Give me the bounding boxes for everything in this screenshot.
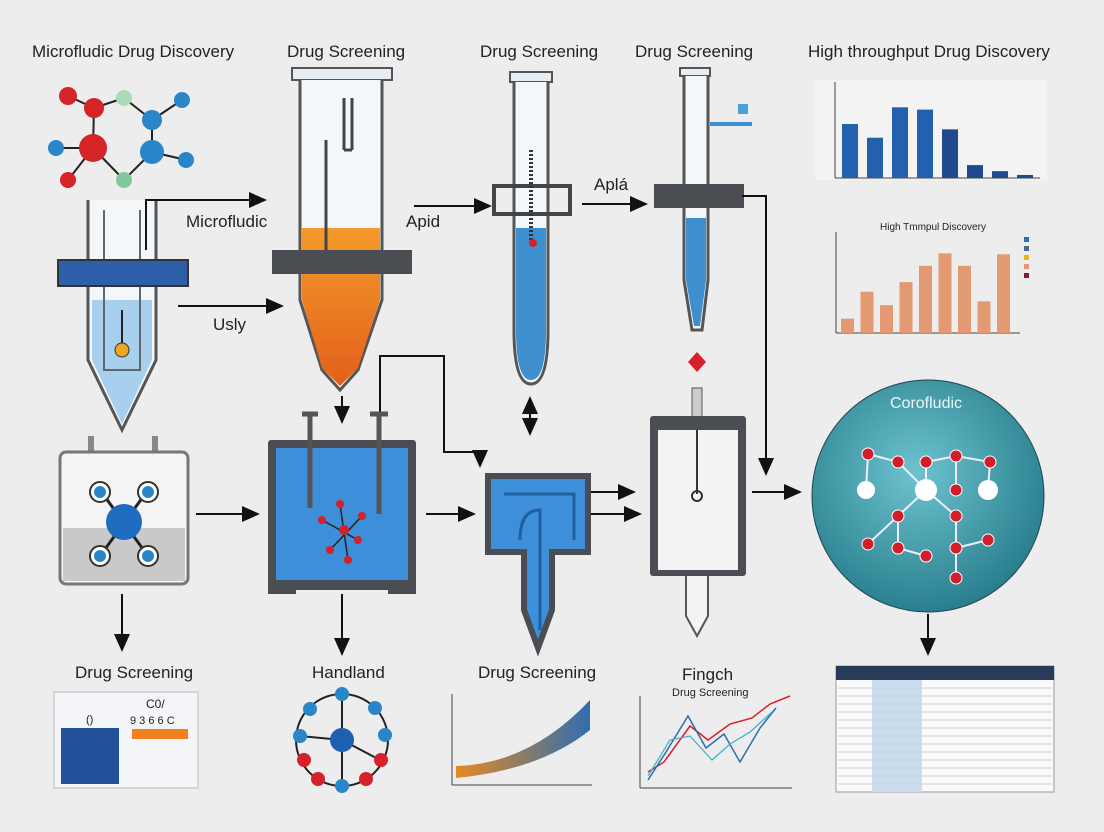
flow-arrows — [114, 192, 936, 656]
label-microfludic: Microfludic — [186, 212, 268, 231]
formula-top: C0/ — [146, 697, 165, 711]
chart-title: High Tmmpul Discovery — [880, 222, 986, 233]
chart-legend — [1024, 237, 1029, 278]
gradient-curve-chart — [451, 694, 592, 786]
title-high-throughput: High throughput Drug Discovery — [808, 42, 1050, 61]
label-fingch-sub: Drug Screening — [672, 687, 748, 699]
high-tmmpul-bar-chart: High Tmmpul Discovery — [835, 222, 1029, 334]
bar — [880, 305, 893, 333]
label-handland: Handland — [312, 663, 385, 682]
bar — [919, 265, 932, 333]
bar — [899, 282, 913, 333]
bar — [942, 129, 958, 178]
bar — [917, 109, 933, 178]
screening-bar-chart: C0/ 9 3 6 6 C () — [53, 691, 199, 789]
bar — [841, 318, 854, 333]
pipette-tube-icon — [654, 67, 752, 332]
molecule-icon — [48, 87, 194, 188]
syringe-device-icon — [650, 352, 746, 639]
label-usly: Usly — [213, 315, 247, 334]
throughput-bar-chart — [815, 80, 1047, 180]
title-drug-screening-2: Drug Screening — [480, 42, 598, 61]
bar — [842, 124, 858, 178]
label-fingch: Fingch — [682, 665, 733, 684]
label-drug-screening-bottom-2: Drug Screening — [478, 663, 596, 682]
reaction-chamber-icon — [268, 411, 416, 594]
results-table — [835, 665, 1055, 793]
bar — [860, 291, 874, 333]
bar — [938, 253, 952, 333]
bar — [967, 165, 983, 178]
bar — [958, 265, 971, 333]
microfluidic-chip-icon — [57, 200, 189, 434]
bar — [892, 107, 908, 178]
label-drug-screening-bottom-1: Drug Screening — [75, 663, 193, 682]
label-corofludic: Corofludic — [890, 395, 962, 412]
microchannel-icon — [485, 473, 591, 657]
label-apla: Aplá — [594, 175, 629, 194]
ring-molecule-icon — [293, 687, 392, 793]
bar — [992, 171, 1008, 178]
cartridge-molecule-icon — [58, 436, 190, 586]
bar — [977, 301, 991, 333]
title-drug-screening-1: Drug Screening — [287, 42, 405, 61]
title-microfludic-drug-discovery: Microfludic Drug Discovery — [32, 42, 235, 61]
title-drug-screening-3: Drug Screening — [635, 42, 753, 61]
bar — [1017, 174, 1033, 178]
fingch-line-chart — [639, 695, 792, 789]
formula-row: 9 3 6 6 C — [130, 715, 175, 727]
label-apid: Apid — [406, 212, 440, 231]
bar — [997, 254, 1010, 333]
blue-test-tube-icon — [492, 71, 572, 386]
orange-test-tube-icon — [272, 67, 412, 393]
formula-mark: () — [86, 714, 93, 726]
bar — [867, 137, 883, 178]
corofludic-network-icon: Corofludic — [811, 379, 1045, 613]
